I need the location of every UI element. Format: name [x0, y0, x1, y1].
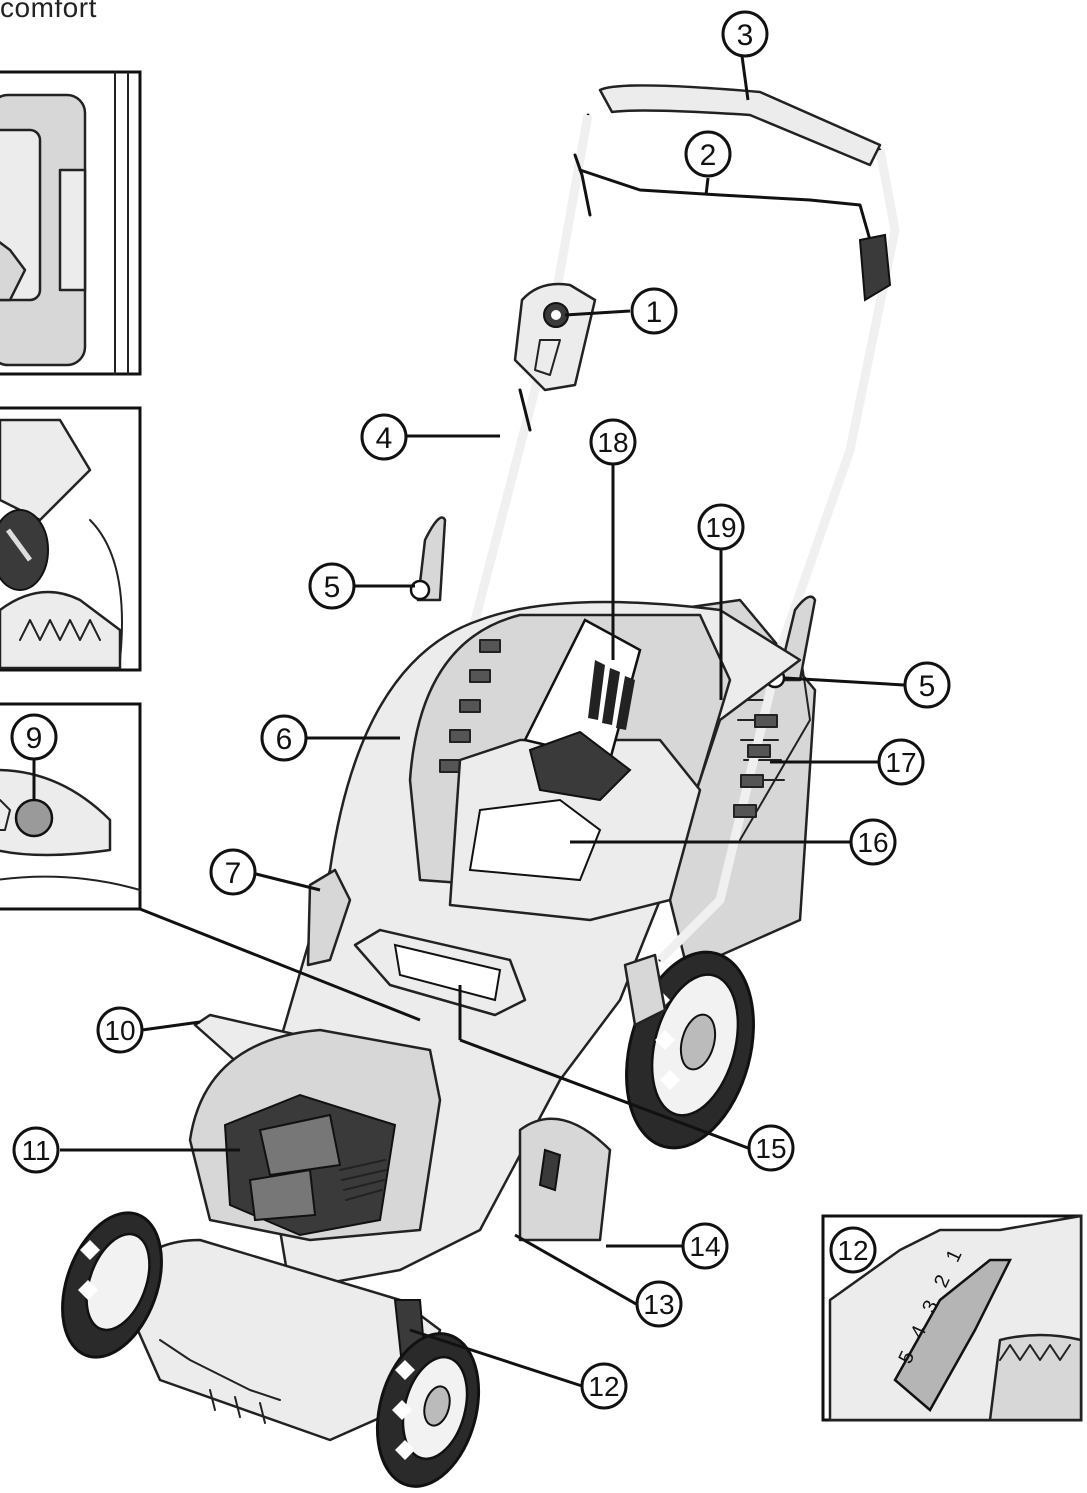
svg-text:5: 5 — [919, 670, 936, 703]
callout-12-detail: 12 — [829, 1226, 877, 1274]
svg-text:14: 14 — [689, 1231, 720, 1262]
svg-text:10: 10 — [104, 1015, 135, 1046]
callout-1: 1 — [630, 287, 678, 335]
callout-19: 19 — [697, 503, 745, 551]
callout-7: 7 — [209, 848, 257, 896]
callout-18: 18 — [589, 418, 637, 466]
svg-text:7: 7 — [225, 857, 242, 890]
callout-11: 11 — [12, 1126, 60, 1174]
header-text: comfort — [0, 0, 97, 23]
callout-12-main: 12 — [580, 1362, 628, 1410]
detail-panel-bottom — [0, 702, 142, 911]
svg-text:11: 11 — [21, 1135, 50, 1166]
callout-16: 16 — [849, 818, 897, 866]
svg-text:4: 4 — [376, 422, 393, 455]
svg-text:19: 19 — [705, 512, 736, 543]
mower-illustration — [61, 84, 900, 1488]
svg-text:5: 5 — [324, 571, 341, 604]
detail-panel-middle — [0, 406, 142, 672]
callout-3: 3 — [721, 10, 769, 58]
front-left-wheel — [61, 1211, 163, 1359]
svg-text:16: 16 — [857, 827, 888, 858]
callout-2: 2 — [684, 130, 732, 178]
detail-panel-height-scale: 5 4 3 2 1 — [821, 1214, 1083, 1422]
callout-14: 14 — [681, 1222, 729, 1270]
callout-5-left: 5 — [308, 562, 356, 610]
svg-text:3: 3 — [737, 19, 754, 52]
callout-13: 13 — [635, 1280, 683, 1328]
svg-text:15: 15 — [755, 1133, 786, 1164]
svg-text:6: 6 — [276, 723, 293, 756]
svg-text:12: 12 — [588, 1371, 619, 1402]
callout-10: 10 — [96, 1006, 144, 1054]
callout-17: 17 — [877, 738, 925, 786]
callout-4: 4 — [360, 413, 408, 461]
detail-panel-top — [0, 70, 142, 376]
svg-text:17: 17 — [885, 747, 916, 778]
svg-text:12: 12 — [837, 1235, 868, 1266]
callout-9: 9 — [10, 713, 58, 761]
svg-text:1: 1 — [646, 296, 663, 329]
svg-text:18: 18 — [597, 427, 628, 458]
svg-text:9: 9 — [26, 722, 43, 755]
callout-5-right: 5 — [903, 661, 951, 709]
front-right-wheel — [375, 1332, 481, 1488]
callout-6: 6 — [260, 714, 308, 762]
callout-15: 15 — [747, 1124, 795, 1172]
svg-text:2: 2 — [700, 139, 717, 172]
svg-text:13: 13 — [643, 1289, 674, 1320]
leader-lines — [32, 55, 905, 1388]
